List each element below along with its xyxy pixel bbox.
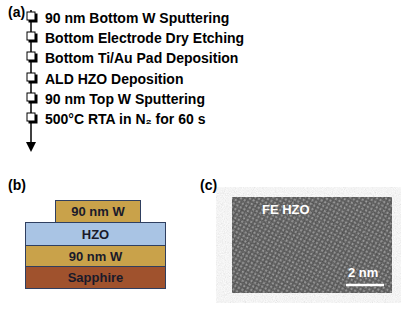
layer-label: Sapphire [68,270,124,285]
checkbox-icons [27,12,37,123]
layer-label: 90 nm W [71,204,124,219]
process-step: 90 nm Top W Sputtering [45,92,205,106]
process-step: Bottom Ti/Au Pad Deposition [45,51,238,65]
substrate-layer: Sapphire [25,266,166,289]
panel-label: (b) [8,178,26,192]
scale-label: 2 nm [348,266,378,279]
tem-image [232,197,392,293]
flow-arrowhead [26,142,36,152]
process-step: 500°C RTA in N₂ for 60 s [45,112,205,126]
panel-label: (c) [200,178,217,192]
bottom-electrode-layer: 90 nm W [25,245,166,267]
process-step: ALD HZO Deposition [45,72,183,86]
layer-label: 90 nm W [69,249,122,264]
panel-label: (a) [8,5,25,19]
tem-noise [232,197,392,293]
material-label: FE HZO [262,203,310,216]
hzo-layer: HZO [25,222,166,246]
layer-label: HZO [82,227,109,242]
scale-bar [346,284,384,287]
process-step: 90 nm Bottom W Sputtering [45,11,229,25]
top-electrode-layer: 90 nm W [55,200,141,223]
process-step: Bottom Electrode Dry Etching [45,31,244,45]
